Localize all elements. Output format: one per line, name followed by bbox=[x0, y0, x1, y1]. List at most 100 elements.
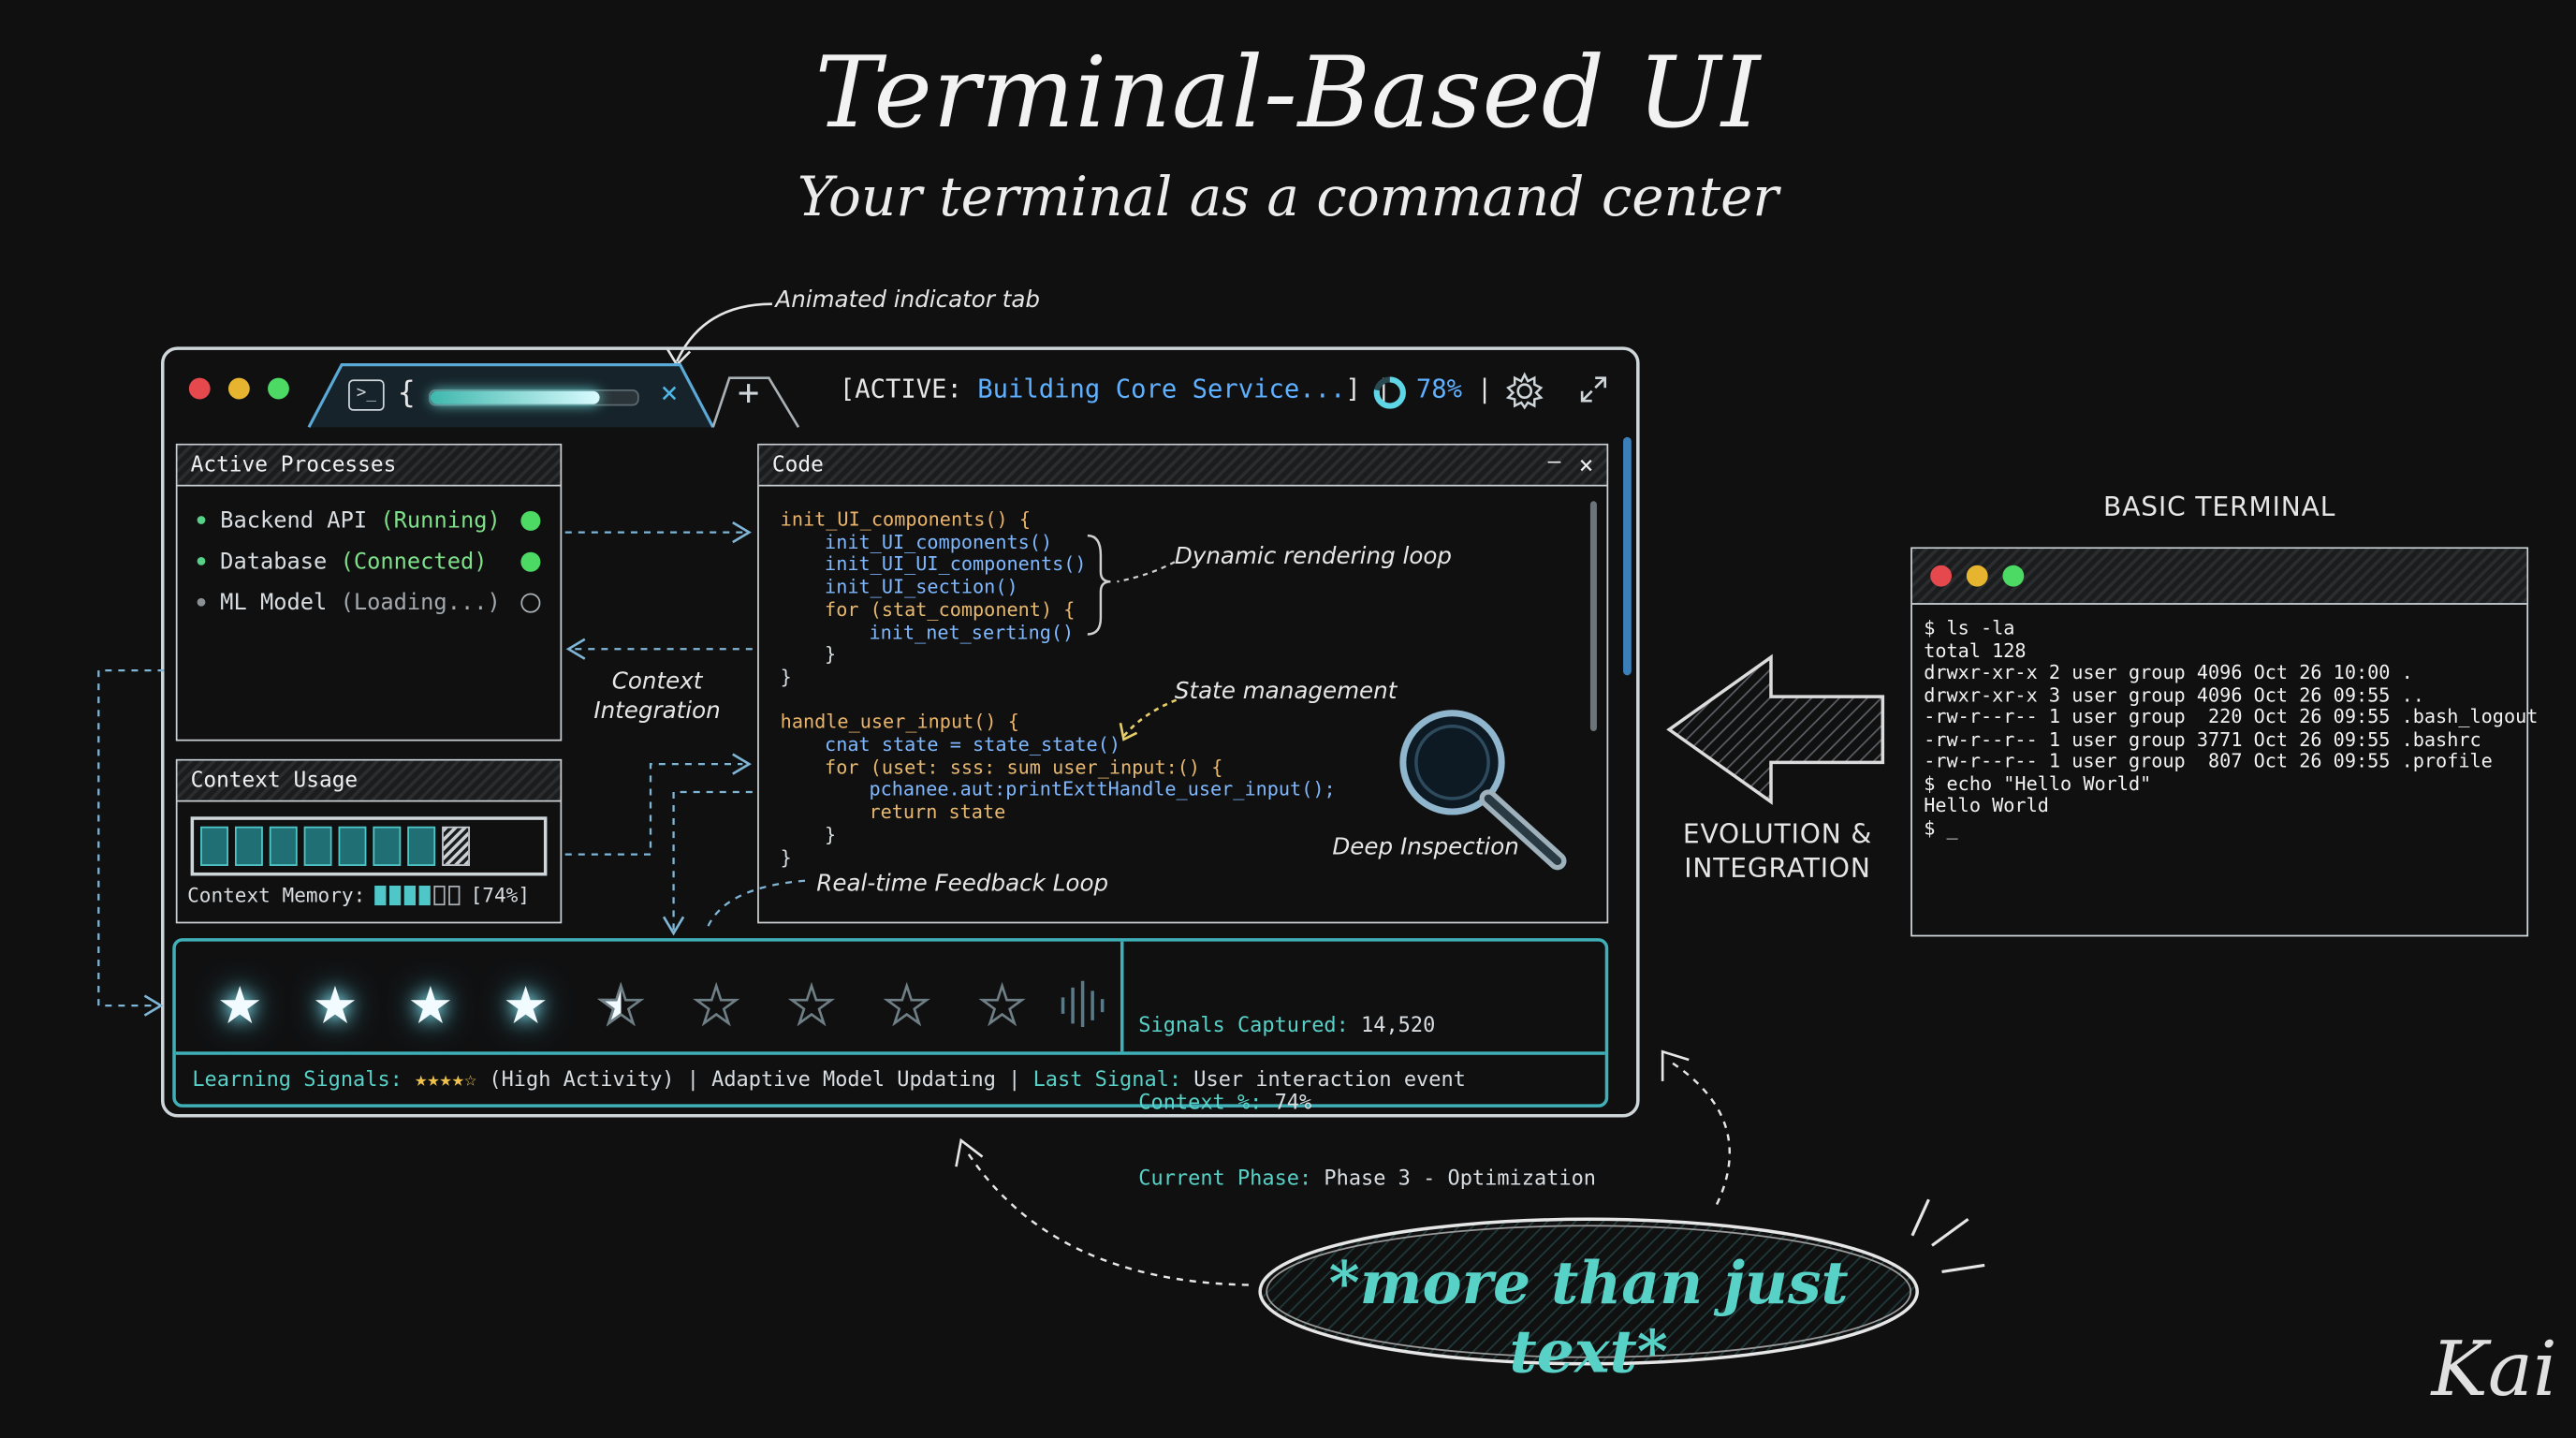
tagline: *more than just text* bbox=[1328, 1248, 1849, 1387]
process-name: Database bbox=[220, 548, 341, 575]
context-block bbox=[303, 826, 332, 866]
terminal-line: $ echo "Hello World" bbox=[1924, 771, 2152, 795]
gear-icon[interactable] bbox=[1505, 372, 1544, 411]
memory-block bbox=[374, 885, 388, 906]
context-block bbox=[442, 826, 470, 866]
learning-text: (High Activity) | Adaptive Model Updatin… bbox=[489, 1066, 1021, 1092]
window-scrollbar[interactable] bbox=[1623, 436, 1632, 676]
star-icon[interactable]: ★ bbox=[884, 958, 929, 1042]
annotation-evolution-line1: EVOLUTION & bbox=[1682, 818, 1873, 850]
annotation-feedback-loop: Real-time Feedback Loop bbox=[816, 871, 1109, 898]
expand-icon[interactable] bbox=[1577, 373, 1610, 405]
emphasis-strokes bbox=[1910, 1198, 1985, 1274]
tab-brace: { bbox=[397, 375, 416, 411]
terminal-icon: >_ bbox=[348, 379, 385, 411]
terminal-line: total 128 bbox=[1924, 638, 2027, 662]
code-line: cnat state = state_state() bbox=[825, 732, 1121, 756]
maximize-dot[interactable] bbox=[268, 377, 289, 400]
process-name: Backend API bbox=[220, 506, 381, 534]
close-icon[interactable]: × bbox=[1578, 449, 1594, 480]
context-panel: Context Usage Context Memory: [74%] bbox=[175, 758, 563, 924]
minimize-icon[interactable]: — bbox=[1547, 449, 1561, 476]
code-line: init_UI_components() { bbox=[780, 507, 1032, 531]
status-separator-2: | bbox=[1476, 374, 1493, 404]
star-icon[interactable]: ★ bbox=[574, 962, 669, 1043]
bullet-icon bbox=[197, 556, 206, 565]
minimize-dot[interactable] bbox=[227, 377, 250, 400]
star-icon[interactable]: ★ bbox=[313, 958, 358, 1042]
annotation-context-integration: Context Integration bbox=[592, 668, 723, 726]
terminal-line: $ ls -la bbox=[1924, 616, 2015, 639]
state-arrow bbox=[1119, 698, 1178, 741]
star-rating[interactable]: ★ ★ ★ ★ ★ ★ ★ ★ ★ bbox=[192, 958, 1112, 1043]
code-line: init_UI_components() bbox=[825, 530, 1053, 553]
process-state: (Connected) bbox=[340, 548, 488, 575]
context-header: Context Usage bbox=[177, 760, 561, 802]
processes-panel: Active Processes Backend API (Running)Da… bbox=[175, 443, 563, 741]
code-line: init_UI_section() bbox=[825, 575, 1018, 599]
terminal-line: -rw-r--r-- 1 user group 220 Oct 26 09:55… bbox=[1924, 704, 2539, 728]
signals-value: 14,520 bbox=[1361, 1012, 1436, 1037]
context-usage-bar bbox=[190, 816, 548, 876]
page-title: Terminal-Based UI bbox=[814, 36, 1762, 152]
context-block bbox=[269, 826, 298, 866]
tab-close-icon[interactable]: × bbox=[660, 375, 679, 411]
close-dot[interactable] bbox=[188, 377, 211, 400]
memory-block bbox=[419, 885, 432, 906]
signature: Kai bbox=[2431, 1324, 2557, 1414]
processes-header: Active Processes bbox=[177, 445, 561, 487]
basic-maximize-dot[interactable] bbox=[2002, 565, 2025, 587]
process-item[interactable]: Backend API (Running) bbox=[197, 500, 541, 541]
star-icon[interactable]: ★ bbox=[788, 958, 834, 1042]
star-icon[interactable]: ★ bbox=[694, 958, 739, 1042]
star-icon[interactable]: ★ bbox=[504, 958, 548, 1042]
annotation-evolution: EVOLUTION & INTEGRATION bbox=[1662, 816, 1893, 886]
status-dot-icon bbox=[520, 592, 541, 612]
context-block bbox=[373, 826, 402, 866]
memory-block bbox=[434, 885, 446, 906]
bullet-icon bbox=[197, 516, 206, 524]
new-tab-button[interactable]: + bbox=[738, 373, 760, 415]
context-memory-row: Context Memory: [74%] bbox=[187, 884, 560, 907]
code-line: } bbox=[825, 642, 837, 667]
process-item[interactable]: ML Model (Loading...) bbox=[197, 581, 541, 623]
basic-minimize-dot[interactable] bbox=[1966, 565, 1988, 587]
last-signal-value: User interaction event bbox=[1193, 1066, 1466, 1092]
code-line: } bbox=[780, 845, 792, 869]
star-icon[interactable]: ★ bbox=[979, 958, 1025, 1042]
star-icon[interactable]: ★ bbox=[408, 958, 453, 1042]
annotation-state-management: State management bbox=[1174, 678, 1398, 705]
star-icon[interactable]: ★ bbox=[217, 958, 262, 1042]
basic-close-dot[interactable] bbox=[1930, 565, 1953, 587]
context-row: Context %: 74% bbox=[1138, 1089, 1596, 1114]
evolution-arrow bbox=[1666, 653, 1885, 805]
context-block bbox=[200, 826, 228, 866]
process-item[interactable]: Database (Connected) bbox=[197, 540, 541, 581]
tagline-ellipse bbox=[1258, 1217, 1919, 1366]
signals-footer-divider bbox=[175, 1051, 1605, 1054]
status-percent: 78% bbox=[1415, 374, 1463, 404]
context-block bbox=[476, 827, 505, 866]
process-state: (Running) bbox=[380, 506, 501, 534]
learning-signals-row: Learning Signals: ★★★★☆ (High Activity) … bbox=[192, 1066, 1466, 1091]
context-memory-meter bbox=[374, 885, 461, 906]
terminal-line: -rw-r--r-- 1 user group 3771 Oct 26 09:5… bbox=[1924, 726, 2481, 751]
signals-stats: Signals Captured: 14,520 Context %: 74% … bbox=[1138, 961, 1596, 1241]
annotation-indicator-tab: Animated indicator tab bbox=[775, 287, 1041, 315]
status-bar: [ACTIVE: Building Core Service...] | bbox=[840, 374, 1392, 404]
signals-divider bbox=[1120, 941, 1123, 1052]
status-text: Building Core Service... bbox=[977, 374, 1346, 404]
annotation-context-line1: Context bbox=[611, 668, 703, 696]
learning-label: Learning Signals: bbox=[192, 1066, 402, 1092]
basic-terminal-titlebar bbox=[1911, 549, 2527, 605]
status-prefix: [ACTIVE: bbox=[839, 374, 962, 404]
memory-block bbox=[448, 885, 461, 906]
code-line: } bbox=[825, 823, 837, 846]
last-signal-label: Last Signal: bbox=[1032, 1066, 1182, 1092]
code-line: handle_user_input() { bbox=[780, 710, 1019, 734]
context-memory-value: [74%] bbox=[470, 884, 531, 907]
code-line: } bbox=[780, 665, 792, 689]
code-scrollbar[interactable] bbox=[1589, 501, 1597, 732]
magnifier-icon bbox=[1399, 710, 1567, 871]
